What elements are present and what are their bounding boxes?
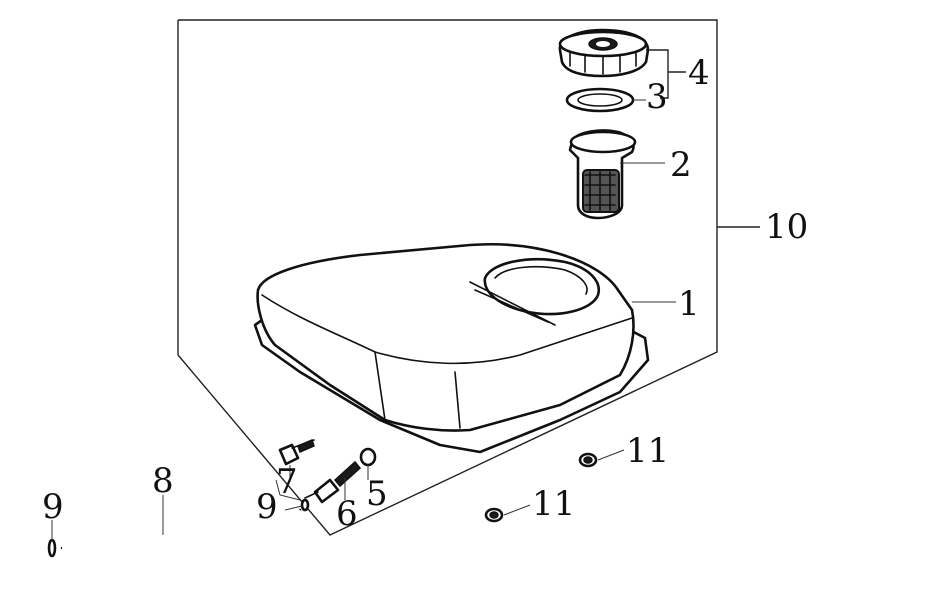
leader-lines [51,99,676,540]
grommet-part-11-lower [484,507,504,523]
callout-11-lower: 11 [532,484,575,524]
callout-8: 8 [152,461,174,501]
drain-bolt-part-7 [278,438,315,466]
callout-6: 6 [336,494,358,534]
hose-clip-part-9-right [300,498,310,512]
callout-1: 1 [678,284,700,324]
callout-9-right: 9 [256,487,278,527]
callout-3: 3 [646,77,668,117]
fuel-tank-part-1 [253,243,650,454]
callout-5: 5 [366,474,388,514]
callout-9-left: 9 [42,487,64,527]
callout-10: 10 [765,207,808,247]
hose-clip-part-9-left [47,538,57,558]
fuel-cap-part-4 [558,28,650,78]
fuel-cock-part-6 [304,460,362,504]
callout-2: 2 [670,145,692,185]
callout-bracket-3-4 [646,49,686,99]
callout-7: 7 [276,462,298,502]
grommet-part-11-upper [578,452,598,468]
fuel-strainer-part-2 [568,129,637,220]
assembly-outline [177,19,760,536]
gasket-part-3 [565,87,635,113]
fuel-hose-part-8 [60,508,302,551]
o-ring-part-5 [359,447,377,467]
callout-4: 4 [688,53,710,93]
callout-11-upper: 11 [626,431,669,471]
